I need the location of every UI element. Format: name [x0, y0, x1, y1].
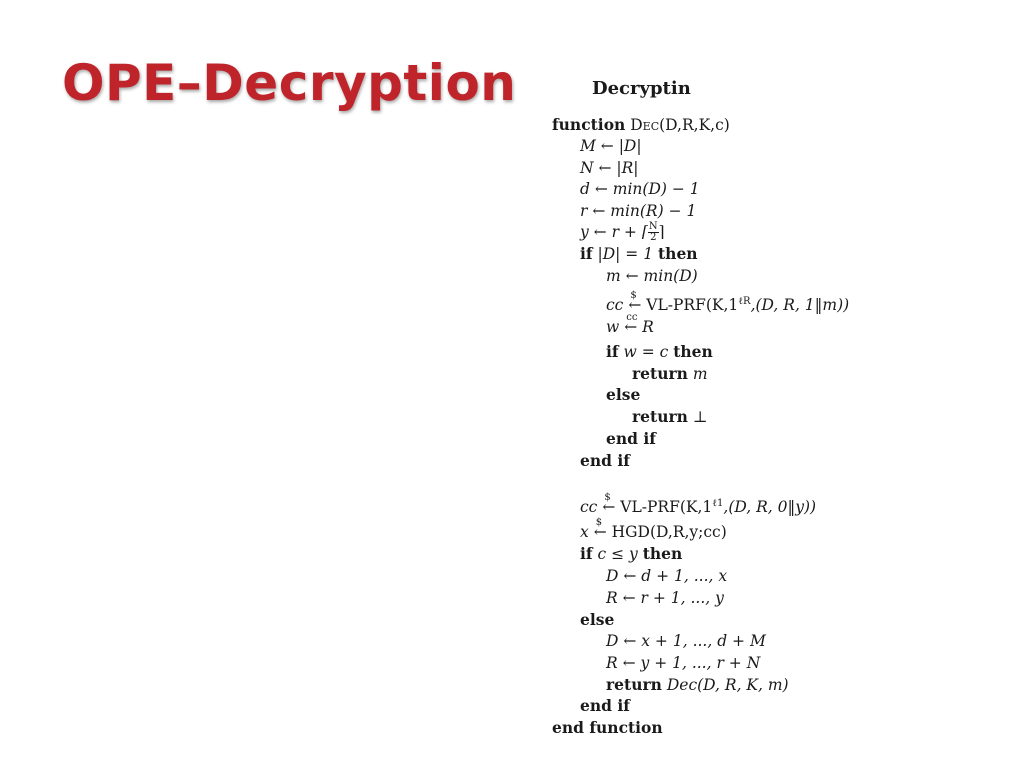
algo-line-function: function Dec(D,R,K,c)	[552, 115, 730, 135]
algo-line: D ← d + 1, ..., x	[606, 567, 728, 585]
algo-line: m ← min(D)	[606, 267, 698, 285]
algo-line-else: else	[580, 610, 615, 629]
algo-line: D ← x + 1, ..., d + M	[606, 632, 766, 650]
random-assign-arrow: ←$	[593, 517, 607, 541]
algo-line: r ← min(R) − 1	[580, 202, 697, 220]
algo-line: R ← y + 1, ..., r + N	[606, 654, 761, 672]
algo-line-if: if |D| = 1 then	[580, 244, 698, 264]
algo-line-return: return Dec(D, R, K, m)	[606, 675, 789, 695]
algorithm-heading: Decryptin	[592, 78, 691, 99]
algo-line-endif: end if	[580, 696, 630, 715]
algo-line: N ← |R|	[580, 159, 639, 177]
algo-line-else: else	[606, 385, 641, 404]
algo-line: w ←cc R	[606, 312, 654, 336]
algo-line-return: return ⊥	[632, 407, 708, 427]
algo-line-hgd: x ←$ HGD(D,R,y;cc)	[580, 517, 727, 541]
algo-line-return: return m	[632, 364, 708, 384]
algo-line-prf: cc ←$ VL-PRF(K,1ℓ1,(D, R, 0‖y))	[580, 492, 817, 516]
slide-title: OPE–Decryption	[62, 54, 517, 112]
coins-assign-arrow: ←cc	[624, 312, 638, 336]
algo-line-prf: cc ←$ VL-PRF(K,1ℓR,(D, R, 1‖m))	[606, 290, 850, 314]
algo-line-endfunction: end function	[552, 718, 663, 737]
algo-line: M ← |D|	[580, 137, 642, 155]
algo-line-if: if c ≤ y then	[580, 544, 683, 564]
algo-line-endif: end if	[606, 429, 656, 448]
random-assign-arrow: ←$	[602, 492, 616, 516]
random-assign-arrow: ←$	[628, 290, 642, 314]
algo-line: R ← r + 1, ..., y	[606, 589, 724, 607]
algo-line-endif: end if	[580, 451, 630, 470]
algo-line-if: if w = c then	[606, 342, 713, 362]
algo-line: d ← min(D) − 1	[580, 180, 700, 198]
